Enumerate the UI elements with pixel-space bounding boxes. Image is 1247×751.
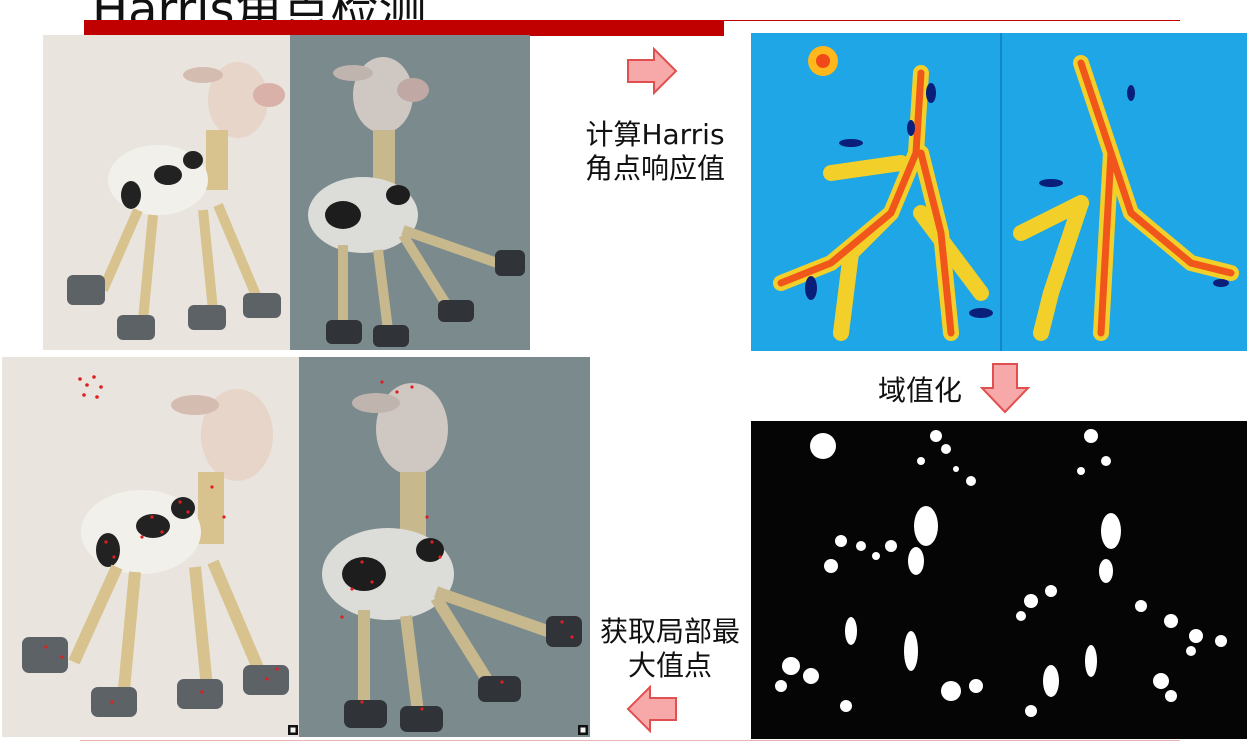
- step-local-maxima-caption: 获取局部最 大值点: [585, 615, 755, 683]
- cow-figure-left-corners: [22, 389, 289, 717]
- step1-line1: 计算Harris: [585, 118, 725, 151]
- cow-figure-right: [308, 57, 525, 347]
- corner-markers: [44, 375, 574, 711]
- step3-line1: 获取局部最: [599, 615, 740, 648]
- cow-figure-left: [67, 62, 285, 340]
- cow-figure-right-corners: [322, 383, 582, 732]
- title-divider-line: [724, 20, 1180, 21]
- step-threshold-caption: 域值化: [877, 374, 962, 407]
- left-arrow-icon: [626, 684, 678, 734]
- down-arrow-icon: [979, 362, 1031, 414]
- right-arrow-icon: [626, 46, 678, 96]
- step3-line2: 大值点: [627, 649, 712, 682]
- original-image-pair: [43, 35, 530, 350]
- thresholded-binary-image: [751, 421, 1247, 739]
- footer-divider-line: [80, 740, 1180, 741]
- title-accent-bar: [84, 20, 724, 36]
- step1-line2: 角点响应值: [584, 152, 725, 185]
- harris-response-heatmap: [751, 33, 1247, 351]
- detected-corners-image: [2, 357, 590, 737]
- step-compute-response-caption: 计算Harris 角点响应值: [570, 118, 740, 186]
